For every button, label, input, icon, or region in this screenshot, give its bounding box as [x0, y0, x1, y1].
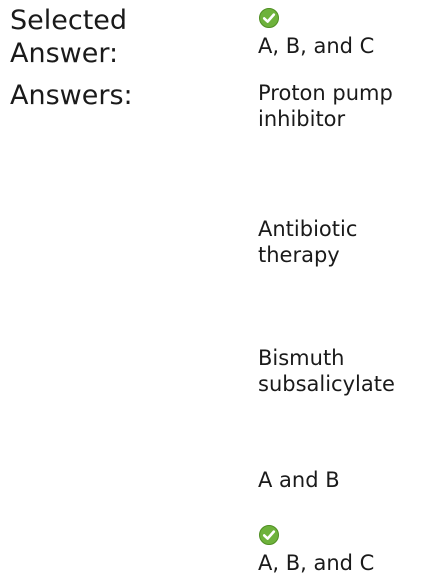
selected-answer-value: A, B, and C: [258, 8, 436, 59]
answer-option-2-line1: Antibiotic: [258, 217, 358, 241]
answer-option-3: Bismuth subsalicylate: [258, 345, 436, 397]
check-circle-icon: [259, 8, 279, 28]
answer-option-3-line1: Bismuth: [258, 346, 345, 370]
answer-option-2-line2: therapy: [258, 243, 340, 267]
answer-option-1-line2: inhibitor: [258, 107, 346, 131]
answer-option-2: Antibiotic therapy: [258, 216, 436, 268]
answer-option-1-line1: Proton pump: [258, 81, 393, 105]
answer-option-5-line1: A, B, and C: [258, 551, 375, 575]
selected-answer-label-line1: Selected: [10, 5, 128, 36]
answer-option-1: Proton pump inhibitor: [258, 80, 436, 132]
selected-answer-label-line2: Answer:: [10, 38, 119, 69]
selected-answer-text: A, B, and C: [258, 34, 375, 58]
answer-option-5: A, B, and C: [258, 525, 436, 576]
selected-answer-label: Selected Answer:: [10, 4, 225, 70]
answer-option-4: A and B: [258, 467, 436, 493]
answer-option-3-line2: subsalicylate: [258, 372, 395, 396]
answer-option-4-line1: A and B: [258, 468, 340, 492]
answers-label: Answers:: [10, 80, 133, 111]
check-circle-icon: [259, 525, 279, 545]
